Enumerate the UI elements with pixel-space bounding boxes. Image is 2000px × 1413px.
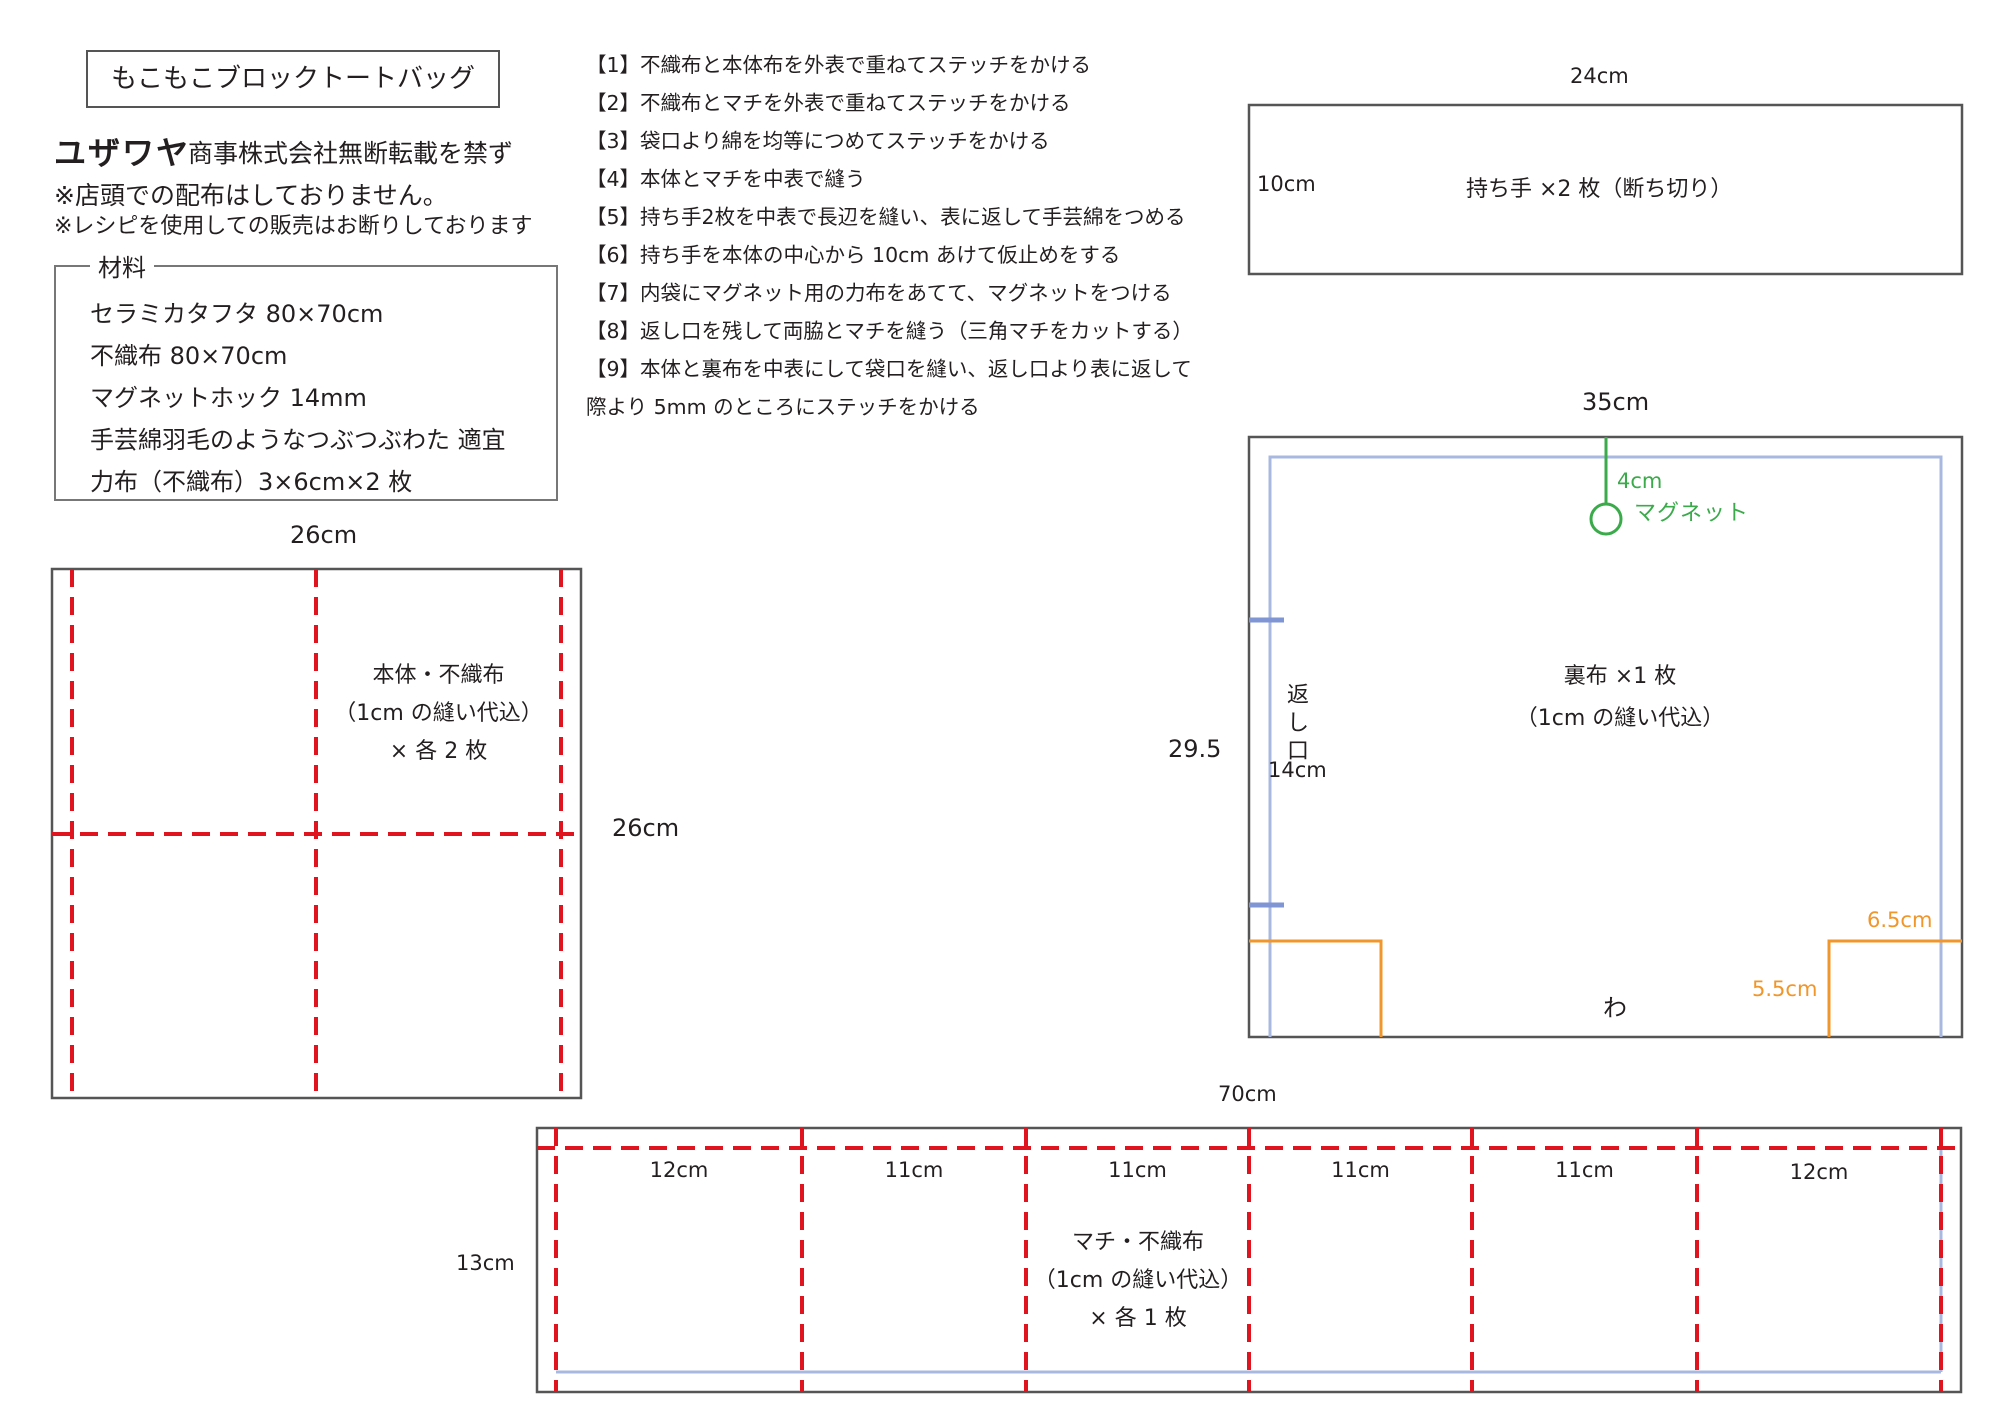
gusset-seam-note: （1cm の縫い代込）: [1033, 1268, 1243, 1293]
sale-notice: ※レシピを使用しての販売はお断りしております: [54, 214, 533, 239]
lining-height-label: 29.5: [1168, 735, 1222, 763]
gusset-segment-label: 11cm: [1555, 1158, 1614, 1182]
opening-size-label: 14cm: [1268, 758, 1327, 782]
material-item: セラミカタフタ 80×70cm: [90, 300, 384, 328]
material-item: マグネットホック 14mm: [90, 384, 367, 412]
material-item: 手芸綿羽毛のようなつぶつぶわた 適宜: [90, 426, 506, 454]
gusset-segment-label: 11cm: [884, 1158, 944, 1182]
step-4: 【4】本体とマチを中表で縫う: [586, 167, 866, 191]
magnet-label: マグネット: [1634, 501, 1750, 526]
handle-piece-name: 持ち手 ×2 枚（断ち切り）: [1466, 177, 1733, 202]
body-piece-name: 本体・不織布: [372, 663, 505, 688]
lining-width-label: 35cm: [1582, 388, 1650, 416]
step-2: 【2】不織布とマチを外表で重ねてステッチをかける: [586, 91, 1071, 115]
gusset-width-label: 70cm: [1218, 1082, 1277, 1106]
step-9: 【9】本体と裏布を中表にして袋口を縫い、返し口より表に返して: [586, 357, 1192, 381]
corner-width-label: 6.5cm: [1867, 908, 1933, 932]
handle-height-label: 10cm: [1257, 172, 1316, 196]
corner-cut-right: [1827, 939, 1962, 1037]
materials-box: [54, 265, 558, 501]
lining-seam-note: （1cm の縫い代込）: [1515, 706, 1725, 731]
body-quantity: × 各 2 枚: [389, 739, 488, 764]
step-8: 【8】返し口を残して両脇とマチを縫う（三角マチをカットする）: [586, 319, 1193, 343]
body-seam-note: （1cm の縫い代込）: [334, 701, 543, 726]
body-height-label: 26cm: [612, 814, 680, 842]
magnet-offset-label: 4cm: [1617, 469, 1663, 493]
lining-seam-line: [1268, 455, 1943, 1037]
corner-cut-left: [1249, 939, 1383, 1037]
magnet-circle: [1589, 502, 1623, 536]
step-7: 【7】内袋にマグネット用の力布をあてて、マグネットをつける: [586, 281, 1172, 305]
copyright-notice: 商事株式会社無断転載を禁ず: [188, 139, 514, 168]
fold-label: わ: [1603, 994, 1627, 1022]
gusset-segment-label: 12cm: [1789, 1160, 1849, 1184]
lining-piece-outline: [1247, 435, 1964, 1039]
corner-height-label: 5.5cm: [1752, 977, 1818, 1001]
step-5: 【5】持ち手2枚を中表で長辺を縫い、表に返して手芸綿をつめる: [586, 205, 1186, 229]
brand-logo: ユザワヤ: [54, 134, 191, 172]
step-3: 【3】袋口より綿を均等につめてステッチをかける: [586, 129, 1050, 153]
material-item: 力布（不織布）3×6cm×2 枚: [90, 468, 413, 496]
gusset-quantity: × 各 1 枚: [1089, 1306, 1187, 1331]
step-9-continued: 際より 5mm のところにステッチをかける: [586, 395, 980, 419]
gusset-segment-label: 11cm: [1108, 1158, 1167, 1182]
step-6: 【6】持ち手を本体の中心から 10cm あけて仮止めをする: [586, 243, 1121, 267]
body-width-label: 26cm: [290, 521, 358, 549]
handle-piece-outline: [1247, 103, 1964, 276]
gusset-segment-label: 11cm: [1331, 1158, 1390, 1182]
material-item: 不織布 80×70cm: [90, 342, 288, 370]
step-1: 【1】不織布と本体布を外表で重ねてステッチをかける: [586, 53, 1092, 77]
pattern-title: もこもこブロックトートバッグ: [86, 50, 500, 108]
handle-width-label: 24cm: [1570, 64, 1629, 88]
gusset-piece-name: マチ・不織布: [1071, 1230, 1204, 1255]
lining-piece-name: 裏布 ×1 枚: [1563, 664, 1677, 689]
gusset-height-label: 13cm: [456, 1251, 515, 1275]
gusset-segment-label: 12cm: [649, 1158, 709, 1182]
store-notice: ※店頭での配布はしておりません。: [54, 181, 448, 210]
materials-label: 材料: [90, 248, 154, 283]
opening-label: 返し口: [1286, 683, 1309, 764]
